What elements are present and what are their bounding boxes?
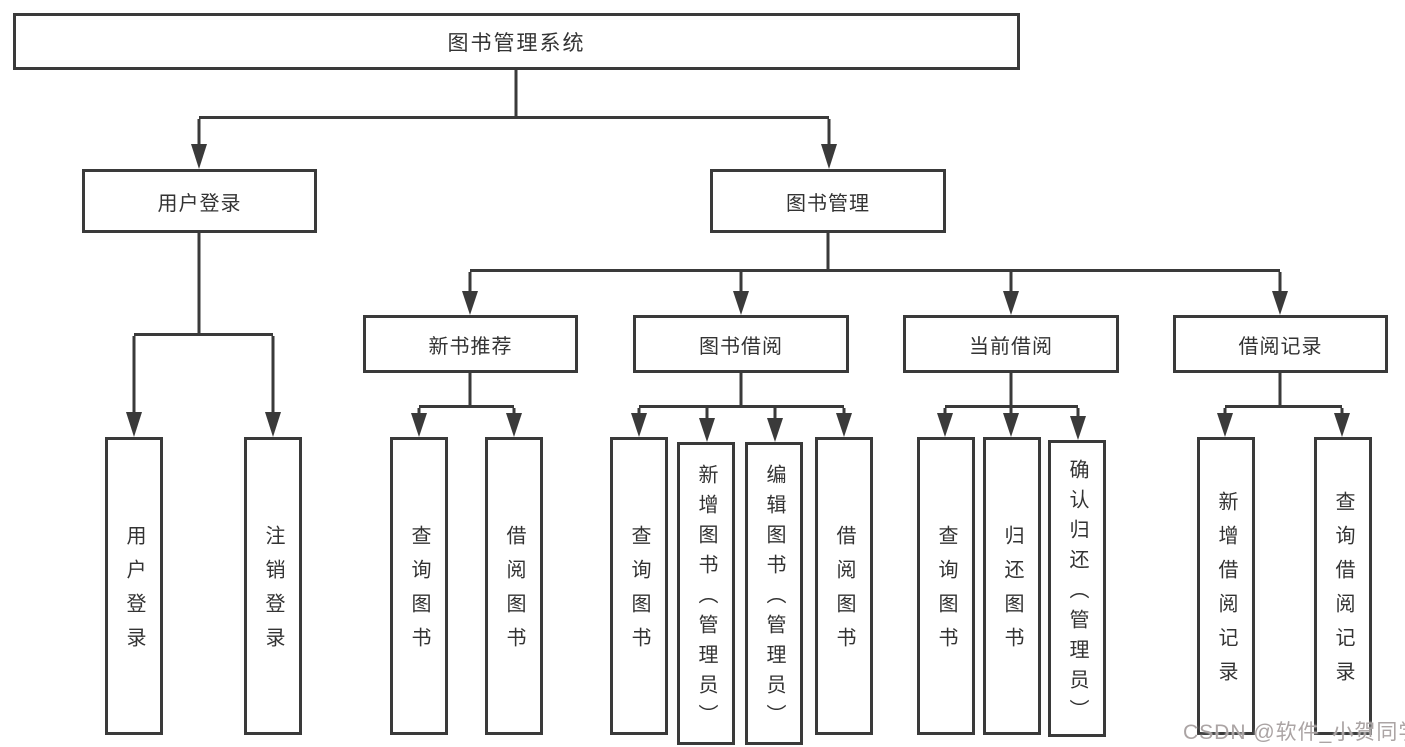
node-label: 借阅图书 xyxy=(503,525,525,661)
node-label: 新书推荐 xyxy=(428,335,513,358)
node-book-borrowing: 图书借阅 xyxy=(633,315,849,373)
leaf-search-borrow-record: 查询借阅记录 xyxy=(1314,437,1372,735)
node-label: 图书管理系统 xyxy=(447,31,586,55)
node-label: 查询图书 xyxy=(408,525,430,661)
node-label: 注销登录 xyxy=(262,525,284,661)
watermark: CSDN @软件_小贺同学 xyxy=(1183,721,1405,744)
node-label: 编辑图书（管理员） xyxy=(763,463,785,734)
node-user-login: 用户登录 xyxy=(82,169,317,233)
leaf-search-books-1: 查询图书 xyxy=(390,437,448,735)
leaf-add-borrow-record: 新增借阅记录 xyxy=(1197,437,1255,735)
node-library-system: 图书管理系统 xyxy=(13,13,1020,70)
leaf-confirm-return-admin: 确认归还（管理员） xyxy=(1048,440,1106,737)
leaf-edit-book-admin: 编辑图书（管理员） xyxy=(745,442,803,745)
node-label: 确认归还（管理员） xyxy=(1066,458,1088,729)
leaf-search-books-2: 查询图书 xyxy=(610,437,668,735)
leaf-borrow-books-2: 借阅图书 xyxy=(815,437,873,735)
node-label: 用户登录 xyxy=(123,525,145,661)
node-book-management: 图书管理 xyxy=(710,169,946,233)
leaf-return-books: 归还图书 xyxy=(983,437,1041,735)
node-label: 图书借阅 xyxy=(699,335,783,358)
node-borrowing-records: 借阅记录 xyxy=(1173,315,1388,373)
node-current-borrowing: 当前借阅 xyxy=(903,315,1119,373)
node-label: 查询图书 xyxy=(628,525,650,661)
node-label: 查询借阅记录 xyxy=(1332,491,1354,695)
node-label: 新增借阅记录 xyxy=(1215,491,1237,695)
leaf-logout: 注销登录 xyxy=(244,437,302,735)
node-new-book-recommend: 新书推荐 xyxy=(363,315,578,373)
leaf-search-books-3: 查询图书 xyxy=(917,437,975,735)
node-label: 新增图书（管理员） xyxy=(695,463,717,734)
node-label: 当前借阅 xyxy=(969,335,1053,358)
leaf-add-book-admin: 新增图书（管理员） xyxy=(677,442,735,745)
node-label: 借阅图书 xyxy=(833,525,855,661)
node-label: 查询图书 xyxy=(935,525,957,661)
node-label: 借阅记录 xyxy=(1238,335,1323,358)
node-label: 用户登录 xyxy=(157,192,242,215)
leaf-user-login: 用户登录 xyxy=(105,437,163,735)
node-label: 归还图书 xyxy=(1001,525,1023,661)
node-label: 图书管理 xyxy=(786,192,870,215)
leaf-borrow-books-1: 借阅图书 xyxy=(485,437,543,735)
arrowheads xyxy=(126,144,1350,442)
